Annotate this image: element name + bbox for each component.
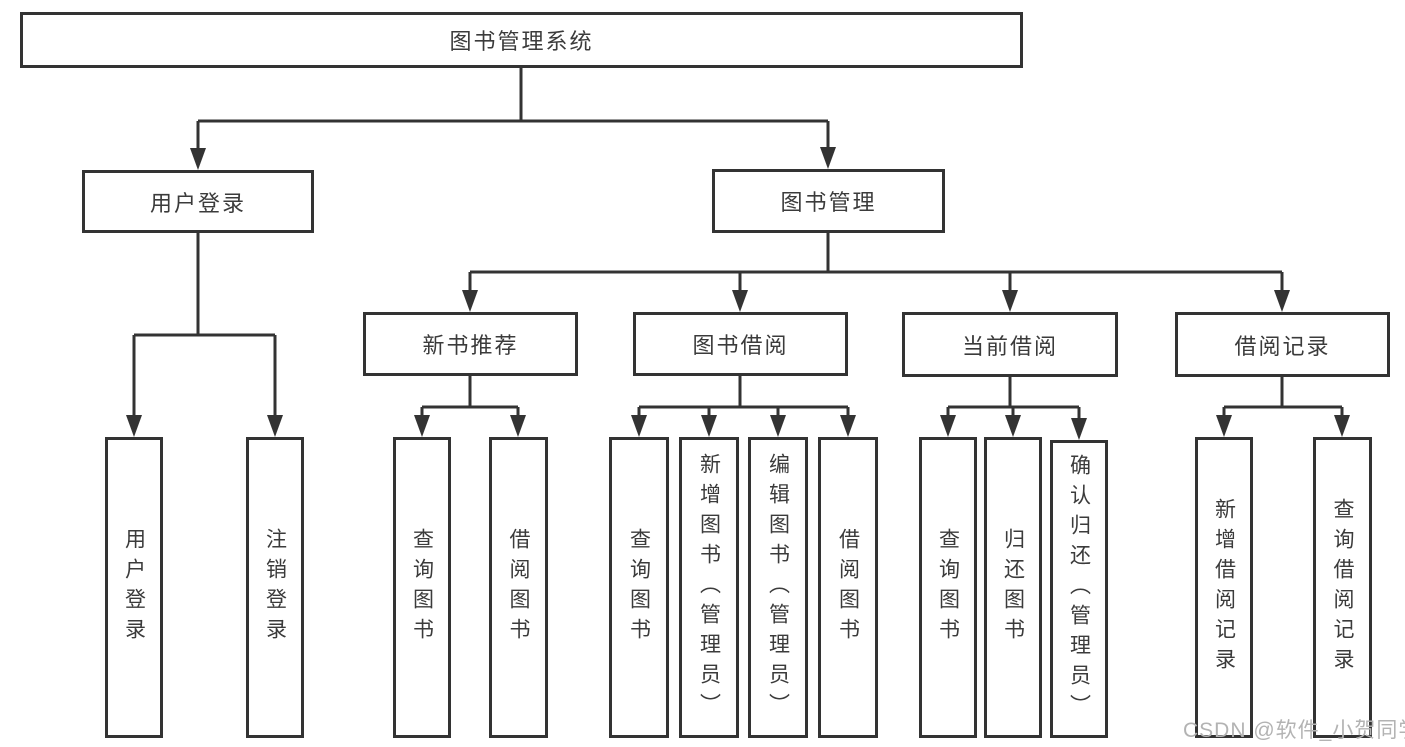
node-borrow-records: 借阅记录 (1175, 312, 1390, 377)
connector-path (946, 377, 1081, 422)
arrowhead-icon (732, 290, 748, 312)
node-leaf-logout: 注销登录 (246, 437, 304, 738)
node-leaf-borrow-book: 借阅图书 (818, 437, 878, 738)
arrowhead-icon (940, 415, 956, 437)
arrowhead-icon (1005, 415, 1021, 437)
connector-path (132, 233, 277, 419)
arrowhead-icon (820, 147, 836, 169)
arrowhead-icon (190, 148, 206, 170)
node-leaf-edit-book-admin: 编辑图书（管理员） (748, 437, 808, 738)
node-leaf-query-book-recommend: 查询图书 (393, 437, 451, 738)
arrowhead-icon (510, 415, 526, 437)
arrowhead-icon (126, 415, 142, 437)
node-leaf-add-borrow-record: 新增借阅记录 (1195, 437, 1253, 738)
arrowhead-icon (701, 415, 717, 437)
arrowhead-icon (1002, 290, 1018, 312)
arrowhead-icon (267, 415, 283, 437)
node-current-borrow: 当前借阅 (902, 312, 1118, 377)
connector-path (1222, 377, 1344, 419)
arrowhead-icon (1334, 415, 1350, 437)
node-leaf-borrow-book-recommend: 借阅图书 (489, 437, 548, 738)
node-user-login: 用户登录 (82, 170, 314, 233)
arrowhead-icon (770, 415, 786, 437)
node-leaf-query-borrow-record: 查询借阅记录 (1313, 437, 1372, 738)
arrowhead-icon (1071, 418, 1087, 440)
node-book-borrow: 图书借阅 (633, 312, 848, 376)
node-leaf-return-book: 归还图书 (984, 437, 1042, 738)
node-new-book-recommend: 新书推荐 (363, 312, 578, 376)
node-leaf-add-book-admin: 新增图书（管理员） (679, 437, 739, 738)
arrowhead-icon (631, 415, 647, 437)
node-leaf-user-login: 用户登录 (105, 437, 163, 738)
node-root: 图书管理系统 (20, 12, 1023, 68)
connector-path (420, 376, 520, 419)
connector-path (637, 376, 850, 419)
arrowhead-icon (1274, 290, 1290, 312)
connector-path (468, 233, 1284, 294)
arrowhead-icon (462, 290, 478, 312)
arrowhead-icon (840, 415, 856, 437)
arrowhead-icon (1216, 415, 1232, 437)
node-leaf-query-book-current: 查询图书 (919, 437, 977, 738)
node-book-management: 图书管理 (712, 169, 945, 233)
node-leaf-confirm-return-admin: 确认归还（管理员） (1050, 440, 1108, 738)
node-leaf-query-book-borrow: 查询图书 (609, 437, 669, 738)
connector-path (196, 68, 830, 152)
arrowhead-icon (414, 415, 430, 437)
